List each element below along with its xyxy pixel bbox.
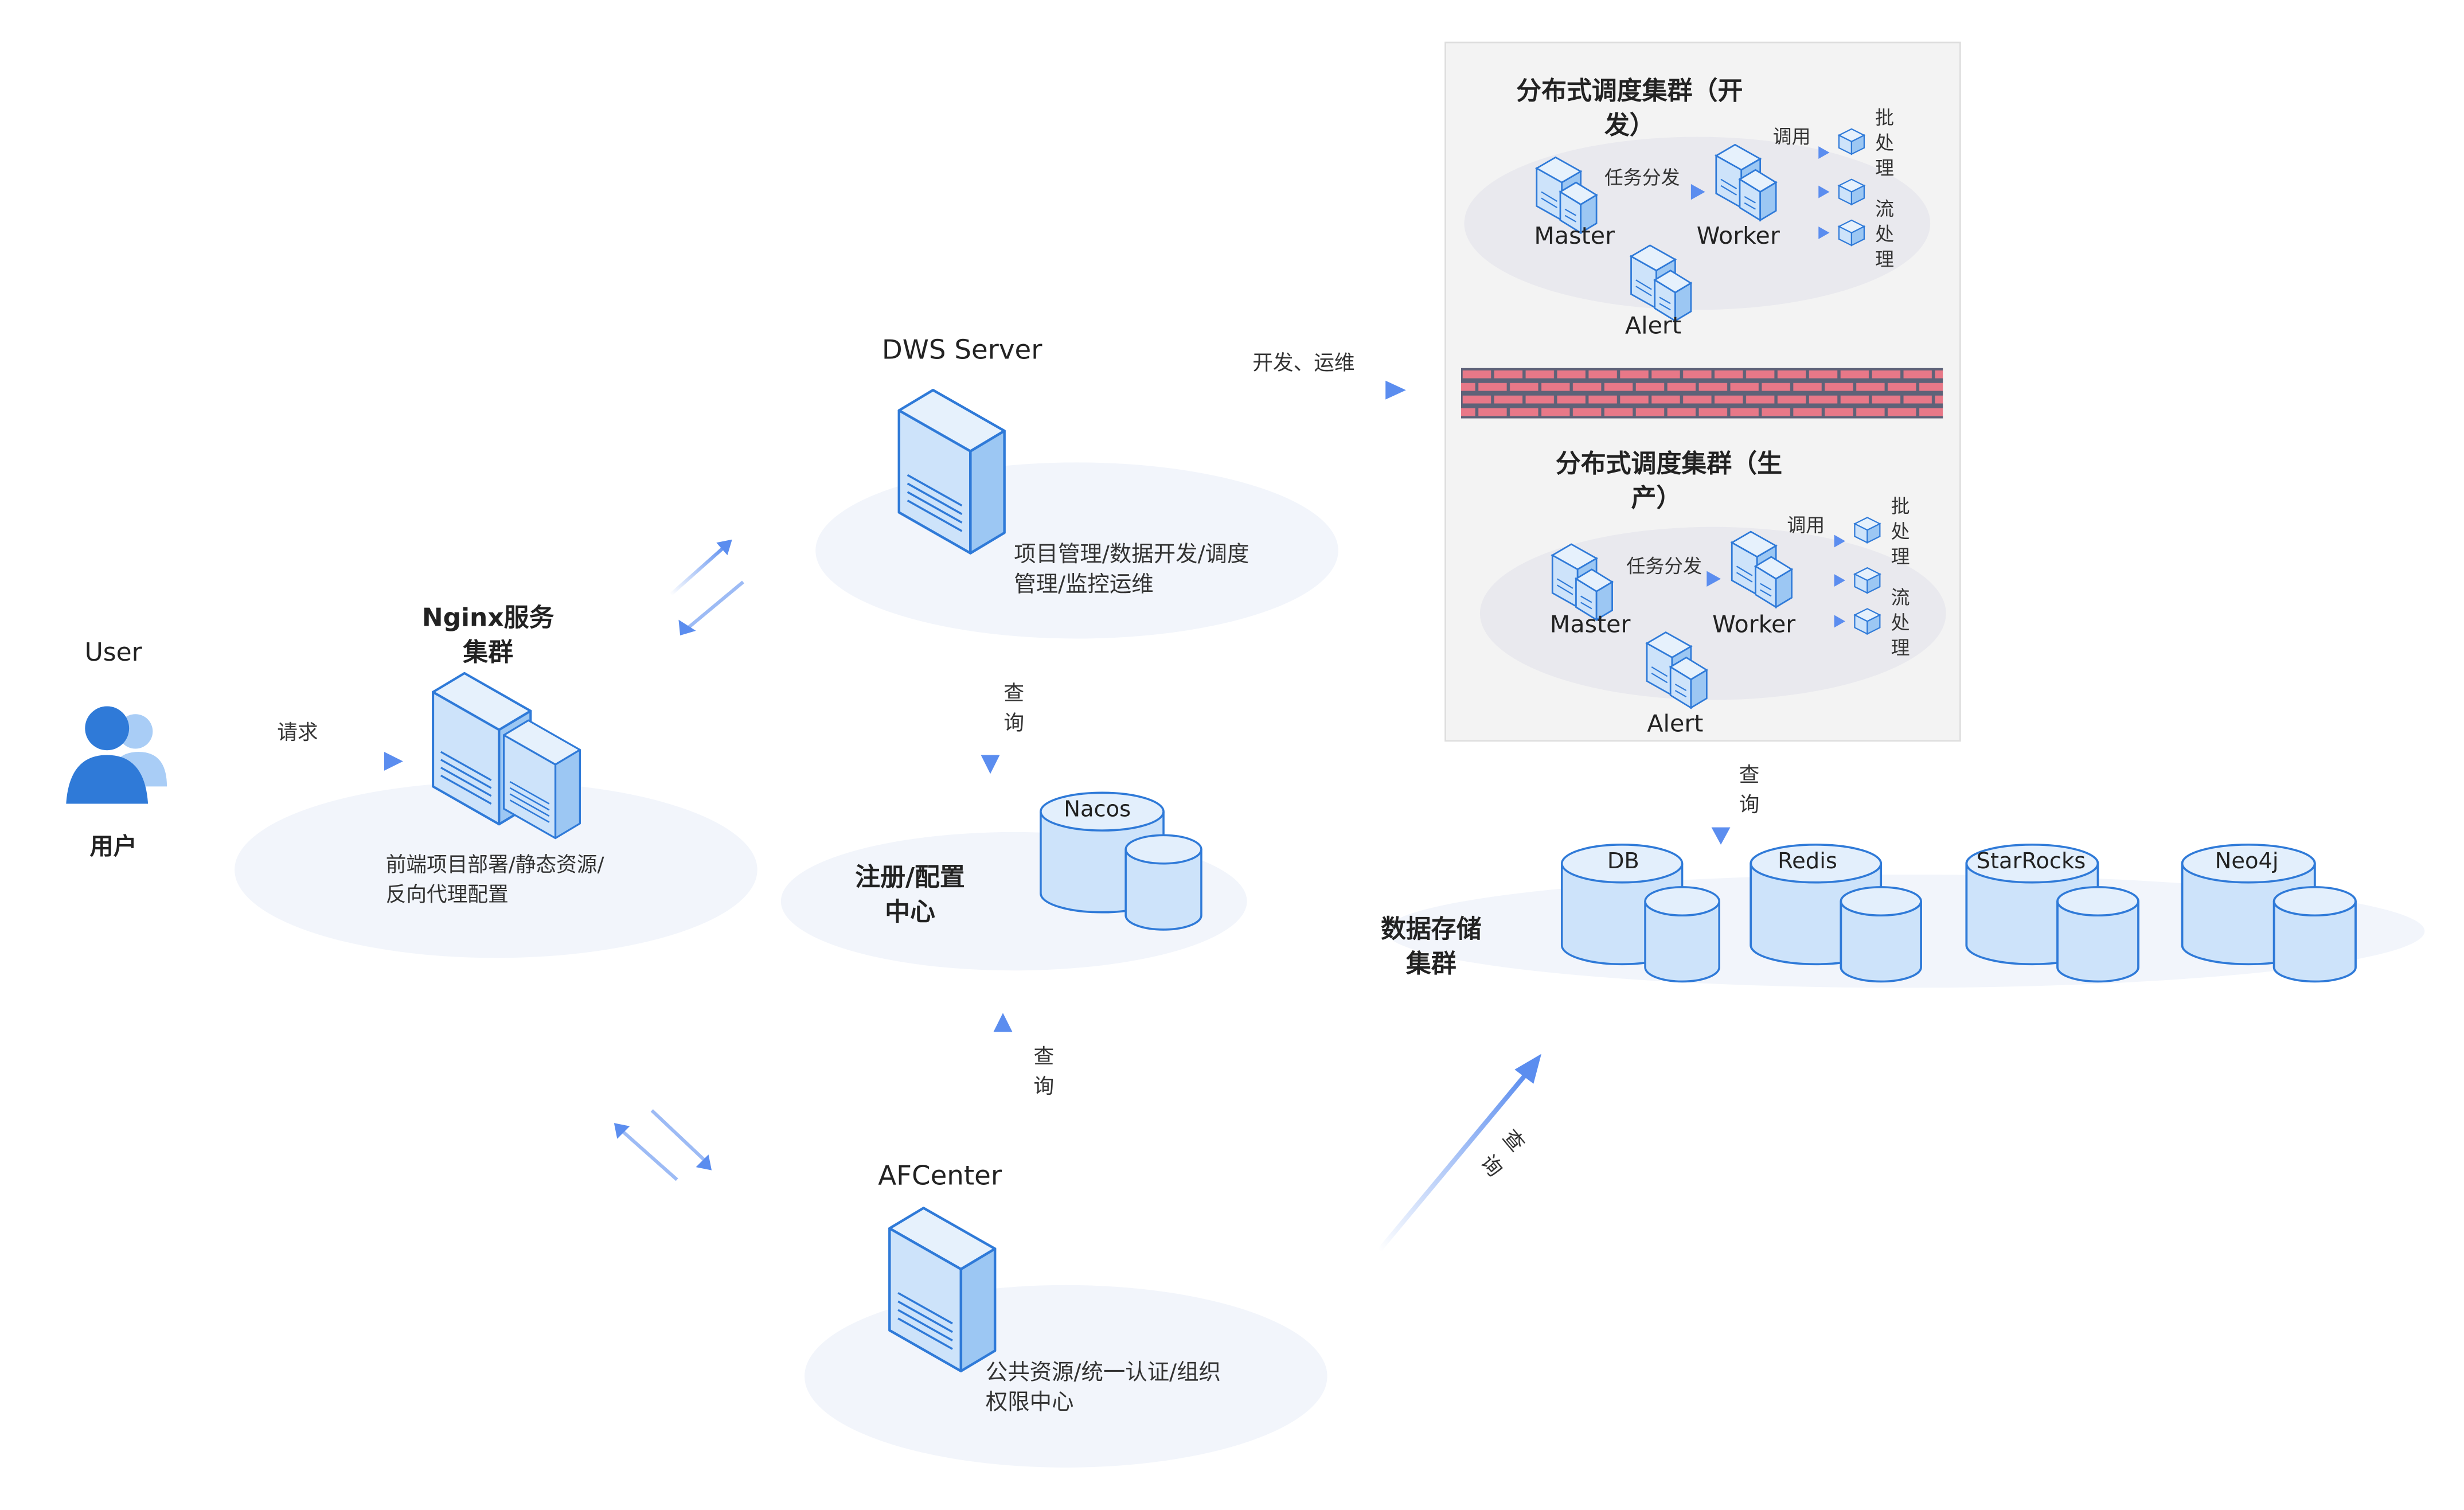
prod-batch-cube-icon: [1854, 517, 1881, 544]
afcenter-query-label-2: 询: [1034, 1075, 1055, 1098]
dws-query-label-1: 查: [1003, 682, 1024, 705]
afcenter-desc-2: 权限中心: [986, 1389, 1074, 1415]
nacos-label: Nacos: [1064, 796, 1131, 822]
nginx-node[interactable]: Nginx服务 集群 前端项目部署/静态资源/ 反向代理配置: [386, 603, 605, 907]
nginx-desc-2: 反向代理配置: [386, 883, 509, 907]
db-redis[interactable]: Redis: [1750, 843, 1922, 983]
dev-cube-icon: [1838, 178, 1865, 205]
prod-batch-1: 批: [1891, 495, 1910, 517]
user-node[interactable]: User 用户: [66, 638, 167, 860]
request-label: 请求: [277, 721, 318, 744]
db-neo4j[interactable]: Neo4j: [2181, 843, 2357, 983]
dws-query-label-2: 询: [1003, 712, 1024, 735]
dev-cluster-title-2: 发）: [1604, 111, 1655, 140]
dev-cluster-title-1: 分布式调度集群（开: [1516, 76, 1743, 106]
prod-cluster-title-2: 产）: [1631, 483, 1682, 513]
user-caption: 用户: [90, 832, 137, 860]
redis-label: Redis: [1778, 848, 1837, 874]
afcenter-query-label-1: 查: [1034, 1045, 1055, 1068]
dev-master-label: Master: [1534, 222, 1615, 249]
dev-stream-3: 理: [1875, 248, 1894, 271]
dws-desc-2: 管理/监控运维: [1014, 571, 1154, 597]
db-starrocks[interactable]: StarRocks: [1965, 843, 2139, 983]
dev-batch-2: 处: [1875, 132, 1894, 154]
diag-query-label-2: 询: [1476, 1150, 1507, 1181]
dws-title: DWS Server: [882, 334, 1042, 365]
cluster-query-label-1: 查: [1739, 763, 1760, 787]
devops-label: 开发、运维: [1252, 352, 1354, 375]
nginx-afcenter-arrows: [614, 1109, 712, 1181]
nginx-title-1: Nginx服务: [422, 603, 555, 633]
starrocks-label: StarRocks: [1977, 848, 2086, 874]
prod-alert-label: Alert: [1647, 709, 1703, 737]
storage-title-1: 数据存储: [1381, 915, 1482, 944]
nginx-desc-1: 前端项目部署/静态资源/: [386, 853, 605, 876]
prod-dispatch-label: 任务分发: [1626, 555, 1702, 577]
afcenter-node[interactable]: AFCenter 公共资源/统一认证/组织 权限中心: [878, 1160, 1221, 1415]
neo4j-label: Neo4j: [2215, 848, 2279, 874]
nginx-platform: [235, 782, 757, 958]
afcenter-storage-arrow: [1377, 1071, 1529, 1253]
registry-node[interactable]: 注册/配置 中心 Nacos: [855, 791, 1202, 931]
cluster-query-label-2: 询: [1739, 793, 1760, 817]
db-icon: [1560, 844, 1720, 983]
dev-stream-1: 流: [1875, 198, 1894, 220]
prod-stream-1: 流: [1891, 586, 1910, 608]
prod-cluster[interactable]: 分布式调度集群（生 产） Master 任务分发 Worker 调用 批 处 理…: [1479, 449, 1946, 738]
prod-worker-label: Worker: [1712, 611, 1795, 638]
prod-invoke-label: 调用: [1787, 514, 1825, 536]
prod-batch-3: 理: [1891, 545, 1910, 568]
dev-dispatch-label: 任务分发: [1604, 166, 1680, 189]
afcenter-desc-1: 公共资源/统一认证/组织: [986, 1359, 1221, 1385]
prod-cluster-title-1: 分布式调度集群（生: [1556, 449, 1782, 478]
prod-master-label: Master: [1550, 611, 1631, 638]
dev-invoke-label: 调用: [1773, 126, 1811, 148]
storage-cluster[interactable]: 数据存储 集群 DB Redis StarRocks Neo4j: [1381, 843, 2357, 983]
storage-title-2: 集群: [1405, 949, 1456, 978]
registry-title-1: 注册/配置: [855, 863, 965, 892]
prod-batch-2: 处: [1891, 520, 1910, 543]
dev-batch-3: 理: [1875, 157, 1894, 179]
dev-stream-2: 处: [1875, 223, 1894, 245]
afcenter-title: AFCenter: [878, 1160, 1002, 1191]
user-title: User: [85, 638, 143, 667]
dev-cluster[interactable]: 分布式调度集群（开 发） Master 任务分发 Worker 调用 批 处 理…: [1464, 76, 1931, 340]
prod-stream-cube-icon: [1854, 608, 1881, 635]
dev-alert-label: Alert: [1625, 311, 1681, 339]
db-label: DB: [1607, 848, 1639, 874]
firewall: [1461, 368, 1943, 419]
dev-worker-label: Worker: [1697, 222, 1780, 249]
prod-stream-3: 理: [1891, 637, 1910, 659]
dev-batch-1: 批: [1875, 107, 1894, 129]
dws-desc-1: 项目管理/数据开发/调度: [1014, 541, 1249, 567]
prod-stream-2: 处: [1891, 611, 1910, 634]
nginx-dws-arrows: [669, 539, 744, 636]
nginx-title-2: 集群: [462, 638, 513, 667]
dev-batch-cube-icon: [1838, 128, 1865, 155]
registry-title-2: 中心: [885, 898, 935, 927]
dev-stream-cube-icon: [1838, 219, 1865, 246]
prod-cube-icon: [1854, 567, 1881, 594]
db-db[interactable]: DB: [1560, 844, 1720, 983]
diag-query-label-1: 查: [1498, 1125, 1529, 1156]
user-icon: [66, 706, 167, 804]
dws-node[interactable]: DWS Server 项目管理/数据开发/调度 管理/监控运维: [882, 334, 1249, 597]
